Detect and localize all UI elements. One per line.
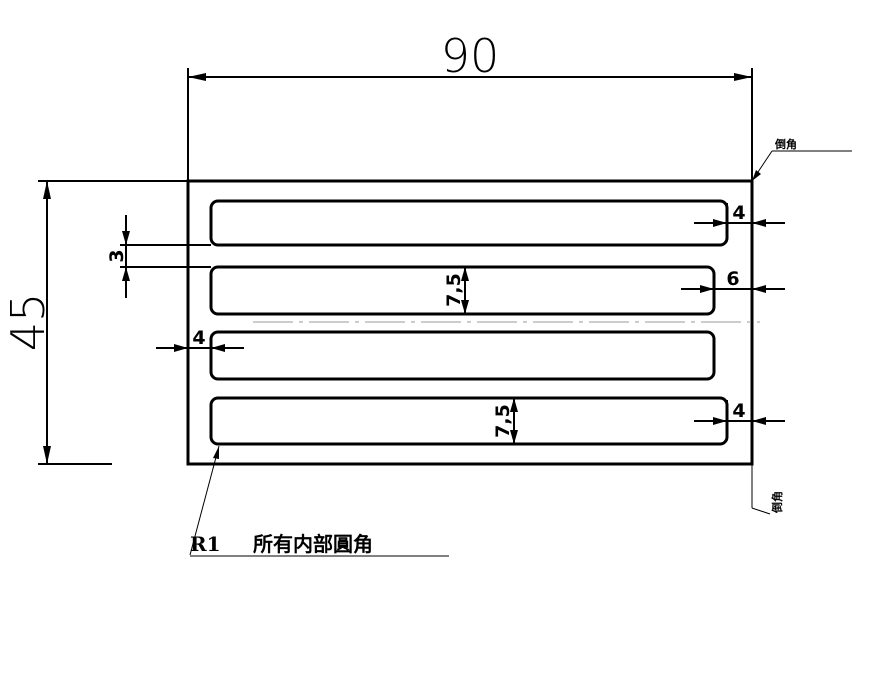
dimension-slot-2-width-label: 7,5 <box>443 273 465 307</box>
dimension-overall-width: 90 <box>187 29 753 181</box>
dimension-slot-4-width: 7,5 <box>492 398 518 444</box>
plate-outline <box>186 179 754 466</box>
leader-top-right-label: 倒角 <box>774 137 797 151</box>
slot-2 <box>209 265 716 316</box>
slot-4 <box>209 396 729 446</box>
leader-bottom-right: 倒角 <box>751 464 784 515</box>
leader-bottom-right-label: 倒角 <box>770 491 784 514</box>
slot-1 <box>209 199 729 247</box>
dimension-slot-2-width: 7,5 <box>443 267 469 314</box>
dimension-overall-width-label: 90 <box>441 29 500 83</box>
dimension-overall-height-label: 45 <box>1 293 55 352</box>
slot-3 <box>209 330 716 381</box>
dimension-margin-right-1: 4 <box>694 202 785 230</box>
corner-note-prefix: R1 <box>190 532 221 556</box>
dimension-overall-height: 45 <box>1 180 188 465</box>
dimension-slot-gap: 3 <box>106 215 211 298</box>
leader-top-right: 倒角 <box>751 137 852 182</box>
corner-note-leader: R1 所有内部圓角 <box>189 445 449 557</box>
dimension-margin-right-4-label: 4 <box>732 400 745 422</box>
dimension-margin-right-1-label: 4 <box>732 202 745 224</box>
dimension-margin-right-2-label: 6 <box>726 268 739 290</box>
dimension-margin-left-3-label: 4 <box>192 327 205 349</box>
dimension-margin-right-4: 4 <box>694 400 785 428</box>
dimension-slot-gap-label: 3 <box>106 249 128 262</box>
dimension-slot-4-width-label: 7,5 <box>492 404 514 438</box>
dimension-margin-right-2: 6 <box>681 268 785 293</box>
dimension-margin-left-3: 4 <box>156 327 244 352</box>
corner-note-text: 所有内部圓角 <box>253 532 373 556</box>
